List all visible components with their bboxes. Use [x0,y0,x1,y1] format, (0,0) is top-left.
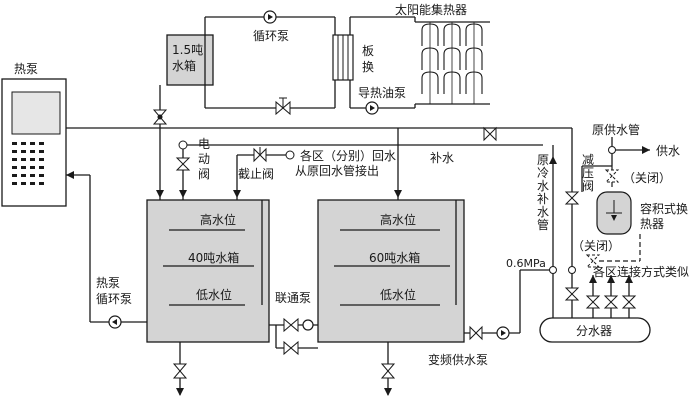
tank-40t-drain [172,342,188,396]
heat-pump-circulation-pump [108,315,122,329]
cold-makeup-pipe [549,128,580,305]
heat-pump-button [12,166,17,169]
hp-circ-pump-label-1: 热泵 [96,276,120,290]
heat-pump-button-grid [12,142,44,185]
closed-branch-2 [585,234,641,268]
water-distributor [539,305,651,343]
heat-pump-button [30,142,35,145]
tank-60t-low-level: 低水位 [380,287,416,302]
volume-exchanger-label-2: 热器 [640,217,664,231]
volume-exchanger-label-1: 容积式换 [640,201,688,216]
tank-40t [146,199,270,343]
main-pipes [66,85,572,323]
tank-40t-level-lines [163,200,263,306]
pressure-reducing-valve-label-2: 压 [582,166,594,180]
zone-branches [585,275,637,318]
tank-60t-drain [380,342,396,396]
solar-collector-array [415,21,490,105]
cold-makeup-label-6: 管 [537,217,549,232]
pressure-reducing-valve-label-1: 减 [582,153,594,167]
tank-40t-title: 40吨水箱 [188,250,239,265]
heat-pump-button [21,182,26,185]
heat-pump-button [30,158,35,161]
heat-pump-button [39,150,44,153]
tank-40t-high-level: 高水位 [200,212,236,227]
heat-pump-button [21,142,26,145]
heat-pump-button [12,142,17,145]
heat-pump-button [30,174,35,177]
heat-pump-button [21,174,26,177]
orig-supply-pipe-label: 原供水管 [592,122,640,137]
tank-60t-high-level: 高水位 [380,212,416,227]
circulation-pump-label: 循环泵 [253,29,289,43]
oil-pump-label: 导热油泵 [358,86,406,100]
volume-heat-exchanger [596,191,632,235]
heat-pump-button [30,166,35,169]
plate-heat-exchanger [332,34,354,81]
heat-pump-button [12,158,17,161]
electric-valve [175,140,191,171]
tank-60t [317,199,465,343]
hp-circ-pump-label-2: 循环泵 [96,292,132,306]
closed-label-2: （关闭） [572,239,620,253]
supply-water-label: 供水 [656,144,680,158]
supply-outlet [581,137,650,192]
closed-label-1: （关闭） [623,171,671,185]
tank-60t-level-lines [334,200,457,306]
electric-valve-label-2: 动 [198,152,210,166]
circulation-pump [263,10,277,24]
tank-60t-title: 60吨水箱 [369,250,420,265]
heat-pump-button [21,150,26,153]
return-water-port [285,150,295,160]
cold-makeup-label-1: 原 [537,153,549,167]
heat-pump-button [39,158,44,161]
heat-pump-button [21,158,26,161]
heat-pump-button [39,142,44,145]
cold-makeup-label-5: 水 [537,205,549,219]
tank-40t-low-level: 低水位 [196,287,232,302]
heat-pump-unit: 热泵 [1,62,67,207]
cold-makeup-label-3: 水 [537,179,549,193]
heat-pump-button [30,150,35,153]
pressure-label: 0.6MPa [506,257,546,270]
heat-pump-button [12,150,17,153]
oil-pump [365,101,379,115]
return-water-label-2: 从原回水管接出 [295,163,379,178]
heat-pump-button [30,182,35,185]
plate-exchanger-label-1: 板 [362,44,374,58]
distributor-label: 分水器 [576,324,612,338]
pressure-reducing-valve-label-3: 阀 [582,179,594,193]
stop-valve [253,147,267,163]
heat-pump-button [39,174,44,177]
heat-pump-button [39,166,44,169]
makeup-water-label: 补水 [430,151,454,165]
closed-connection [604,166,620,188]
makeup-valve [483,126,497,142]
vfd-supply-pipes [464,269,553,341]
return-water-label: 各区（分别）回水 [300,148,396,163]
cold-makeup-label-4: 补 [537,192,549,206]
heat-pump-button [39,182,44,185]
heat-pump-button [12,182,17,185]
heat-pump-label: 热泵 [14,62,38,76]
electric-valve-label-1: 电 [198,137,210,151]
water-box-label-2: 水箱 [172,58,196,73]
heat-pump-button [21,166,26,169]
solar-collector-label: 太阳能集热器 [395,2,467,17]
stop-valve-label: 截止阀 [238,167,274,181]
zone-note-label: 各区连接方式类似 [593,264,689,279]
plate-exchanger-label-2: 换 [362,60,374,74]
vfd-pump-label: 变频供水泵 [428,352,488,367]
heat-pump-button [12,174,17,177]
electric-valve-label-3: 阀 [198,167,210,181]
link-pump-label: 联通泵 [275,291,311,305]
cold-makeup-label-2: 冷 [537,166,549,180]
water-box-label-1: 1.5吨 [172,43,203,57]
link-pipes [269,317,318,356]
heat-pump-screen [11,91,61,135]
water-box-outlet-valve [152,109,168,125]
solar-loop-valve [275,97,291,116]
